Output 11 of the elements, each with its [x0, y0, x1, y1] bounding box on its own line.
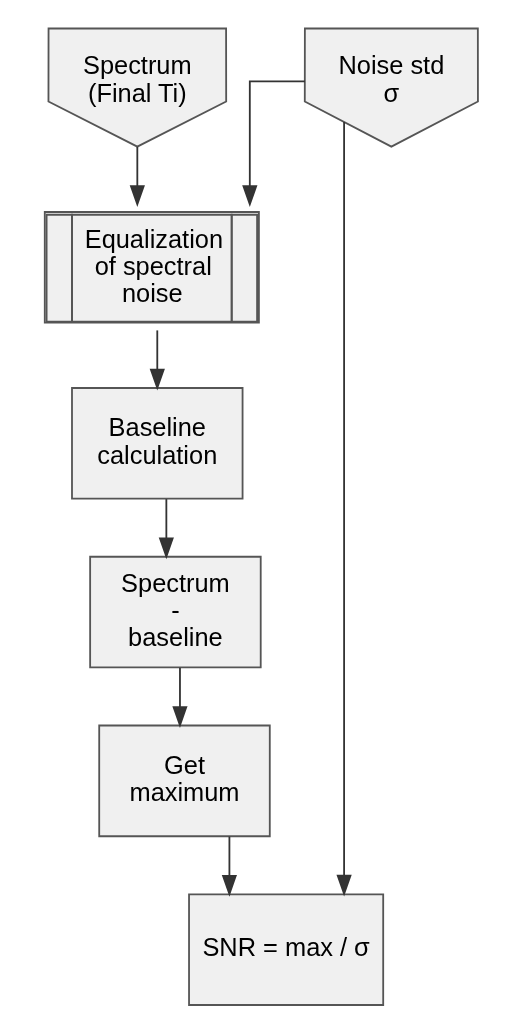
- node-box: Baseline calculation: [70, 387, 243, 500]
- arrow: [158, 498, 174, 560]
- arrow: [171, 666, 188, 728]
- node-box: SNR = max / σ: [187, 893, 384, 1006]
- node-box: Spectrum - baseline: [88, 555, 262, 669]
- arrow: [149, 329, 165, 391]
- arrow: [241, 80, 306, 208]
- arrow: [129, 146, 145, 207]
- node-box: Get maximum: [97, 724, 271, 838]
- arrow: [335, 121, 352, 897]
- arrow: [221, 835, 237, 897]
